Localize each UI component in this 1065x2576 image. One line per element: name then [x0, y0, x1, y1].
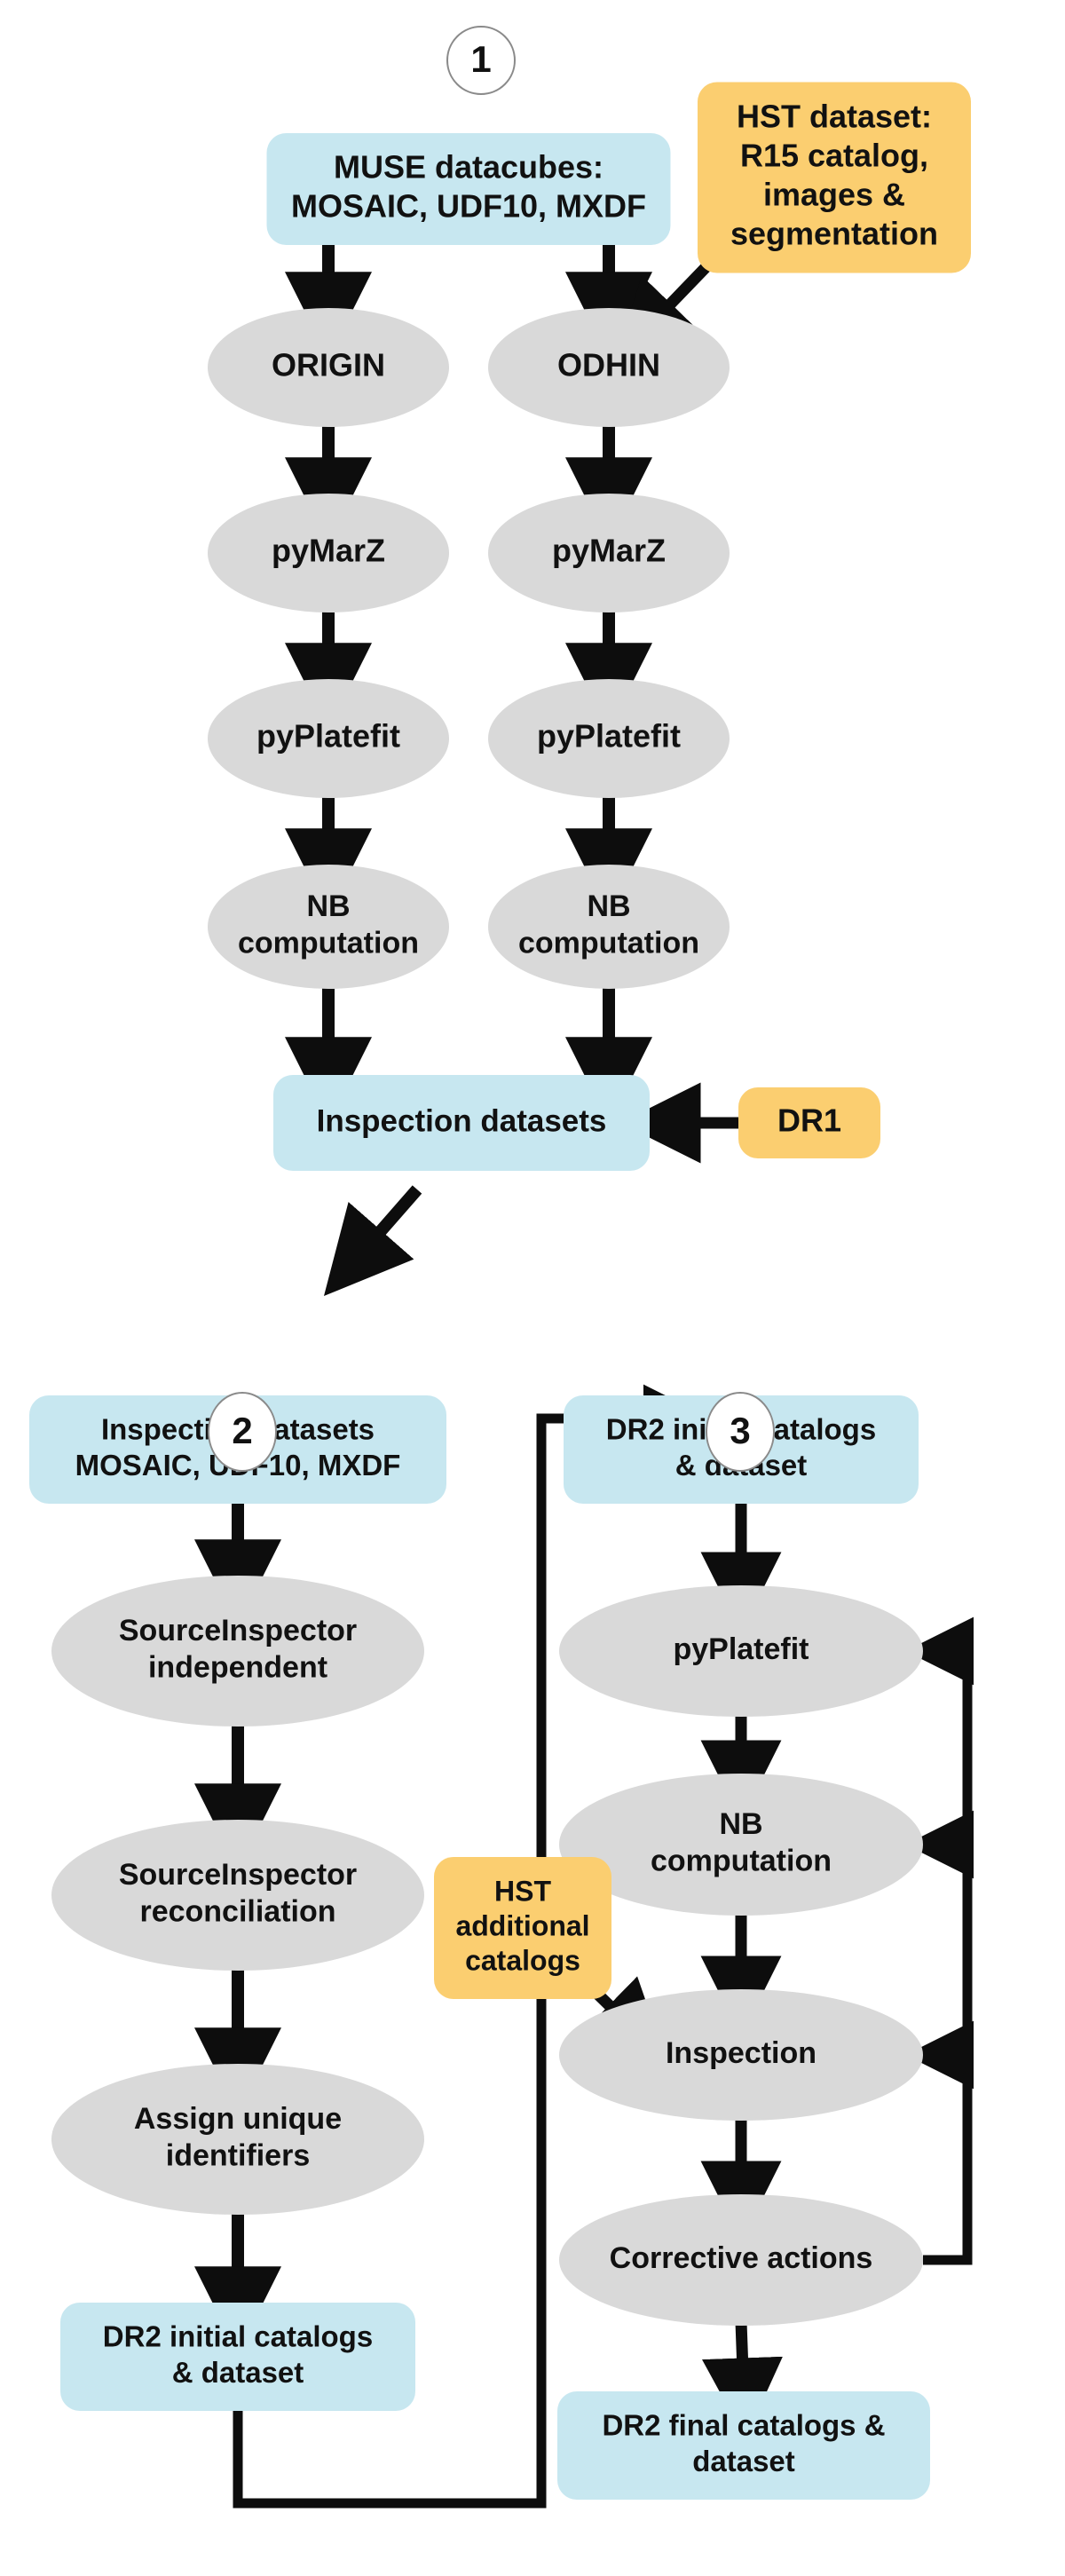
step-number-2: 2: [232, 1410, 252, 1451]
corrective-actions-label: Corrective actions: [610, 2241, 873, 2275]
muse-datacubes-shape: [266, 133, 671, 245]
nb-computation-left-label: computation: [238, 927, 419, 960]
origin-label: ORIGIN: [272, 347, 385, 383]
nb-computation-sec3-label: computation: [651, 1845, 832, 1878]
dr2-final-label: DR2 final catalogs &: [602, 2409, 885, 2442]
assign-unique-identifiers-label: identifiers: [166, 2139, 310, 2173]
hst-dataset-label: images &: [763, 176, 905, 212]
node-nb-computation-right: NB computation: [488, 865, 730, 989]
nb-computation-sec3-label: NB: [719, 1807, 762, 1841]
pyplatefit-right-shape: [488, 679, 730, 798]
sourceinspector-independent-shape: [51, 1576, 424, 1727]
sourceinspector-independent-label: SourceInspector: [119, 1614, 357, 1648]
dr2-initial-bottom-shape: [60, 2303, 415, 2411]
node-nb-computation-left: NB computation: [208, 865, 449, 989]
node-corrective-actions: Corrective actions: [559, 2194, 923, 2326]
muse-datacubes-label: MUSE datacubes:: [334, 149, 604, 186]
step-circle-3: [706, 1392, 775, 1472]
sourceinspector-independent-label: independent: [148, 1651, 327, 1685]
muse-datacubes-label: MOSAIC, UDF10, MXDF: [291, 187, 646, 224]
node-nb-computation-sec3: NB computation: [559, 1774, 923, 1916]
node-muse-datacubes: MUSE datacubes:MOSAIC, UDF10, MXDF: [266, 133, 671, 245]
step-number-1: 1: [470, 38, 491, 80]
nb-computation-right-shape: [488, 865, 730, 989]
dr2-initial-bottom-label: DR2 initial catalogs: [103, 2320, 373, 2353]
step-marker-1: 1: [446, 26, 516, 95]
pymarz-right-label: pyMarZ: [552, 533, 666, 569]
step-marker-3: 3: [706, 1392, 775, 1472]
inspection-datasets-1-shape: [273, 1075, 650, 1171]
nb-computation-right-label: computation: [518, 927, 699, 960]
inspection-sec3-shape: [559, 1989, 923, 2121]
assign-unique-identifiers-shape: [51, 2064, 424, 2215]
nb-computation-left-label: NB: [306, 889, 350, 923]
dr1-label: DR1: [777, 1102, 841, 1139]
hst-dataset-shape: [698, 82, 971, 273]
connector-feedback-bus: [923, 1646, 973, 2265]
node-hst-dataset: HST dataset:R15 catalog,images &segmenta…: [698, 82, 971, 273]
pyplatefit-left-label: pyPlatefit: [256, 718, 400, 755]
inspection-datasets-1-label: Inspection datasets: [317, 1103, 607, 1138]
origin-shape: [208, 308, 449, 427]
hst-additional-catalogs-label: HST: [494, 1875, 551, 1907]
dr2-final-label: dataset: [692, 2445, 795, 2477]
hst-additional-catalogs-shape: [434, 1857, 611, 1999]
node-pymarz-right: pyMarZ: [488, 494, 730, 612]
step-circle-2: [208, 1392, 277, 1472]
hst-dataset-label: segmentation: [730, 215, 938, 251]
odhin-shape: [488, 308, 730, 427]
odhin-label: ODHIN: [557, 347, 660, 383]
pymarz-left-label: pyMarZ: [272, 533, 385, 569]
node-dr2-initial-bottom: DR2 initial catalogs& dataset: [60, 2303, 415, 2411]
step-marker-2: 2: [208, 1392, 277, 1472]
assign-unique-identifiers-label: Assign unique: [134, 2102, 342, 2136]
hst-dataset-label: HST dataset:: [737, 99, 932, 135]
connector-feedback-bus-tail: [923, 2055, 973, 2265]
node-inspection-sec3: Inspection: [559, 1989, 923, 2121]
sourceinspector-reconciliation-shape: [51, 1820, 424, 1971]
node-pyplatefit-sec3: pyPlatefit: [559, 1585, 923, 1717]
step-circle-1: [446, 26, 516, 95]
hst-additional-catalogs-label: additional: [455, 1909, 589, 1941]
sourceinspector-reconciliation-label: SourceInspector: [119, 1858, 357, 1892]
inspection-sec3-label: Inspection: [666, 2036, 816, 2070]
step-marker-layer: 1 2 3: [208, 26, 775, 1472]
hst-additional-catalogs-label: catalogs: [465, 1944, 580, 1976]
node-odhin: ODHIN: [488, 308, 730, 427]
pymarz-left-shape: [208, 494, 449, 612]
pymarz-right-shape: [488, 494, 730, 612]
dr2-initial-bottom-label: & dataset: [172, 2356, 304, 2389]
pyplatefit-sec3-label: pyPlatefit: [673, 1632, 809, 1666]
hst-dataset-label: R15 catalog,: [740, 138, 928, 174]
node-pyplatefit-right: pyPlatefit: [488, 679, 730, 798]
dr2-final-shape: [557, 2391, 930, 2500]
nb-computation-right-label: NB: [587, 889, 630, 923]
node-pymarz-left: pyMarZ: [208, 494, 449, 612]
node-pyplatefit-left: pyPlatefit: [208, 679, 449, 798]
node-origin: ORIGIN: [208, 308, 449, 427]
nb-computation-sec3-shape: [559, 1774, 923, 1916]
sourceinspector-reconciliation-label: reconciliation: [139, 1895, 335, 1929]
pyplatefit-sec3-shape: [559, 1585, 923, 1717]
arrow-inspection-to-step2: [323, 1185, 422, 1297]
arrow-corrective-actions-to-dr2-final: [702, 2321, 783, 2439]
node-inspection-datasets-1: Inspection datasets: [273, 1075, 650, 1171]
pyplatefit-left-shape: [208, 679, 449, 798]
node-dr1: DR1: [738, 1087, 880, 1158]
pyplatefit-right-label: pyPlatefit: [537, 718, 681, 755]
nb-computation-left-shape: [208, 865, 449, 989]
node-dr2-final: DR2 final catalogs &dataset: [557, 2391, 930, 2500]
dr1-shape: [738, 1087, 880, 1158]
step-number-3: 3: [730, 1410, 750, 1451]
corrective-actions-shape: [559, 2194, 923, 2326]
